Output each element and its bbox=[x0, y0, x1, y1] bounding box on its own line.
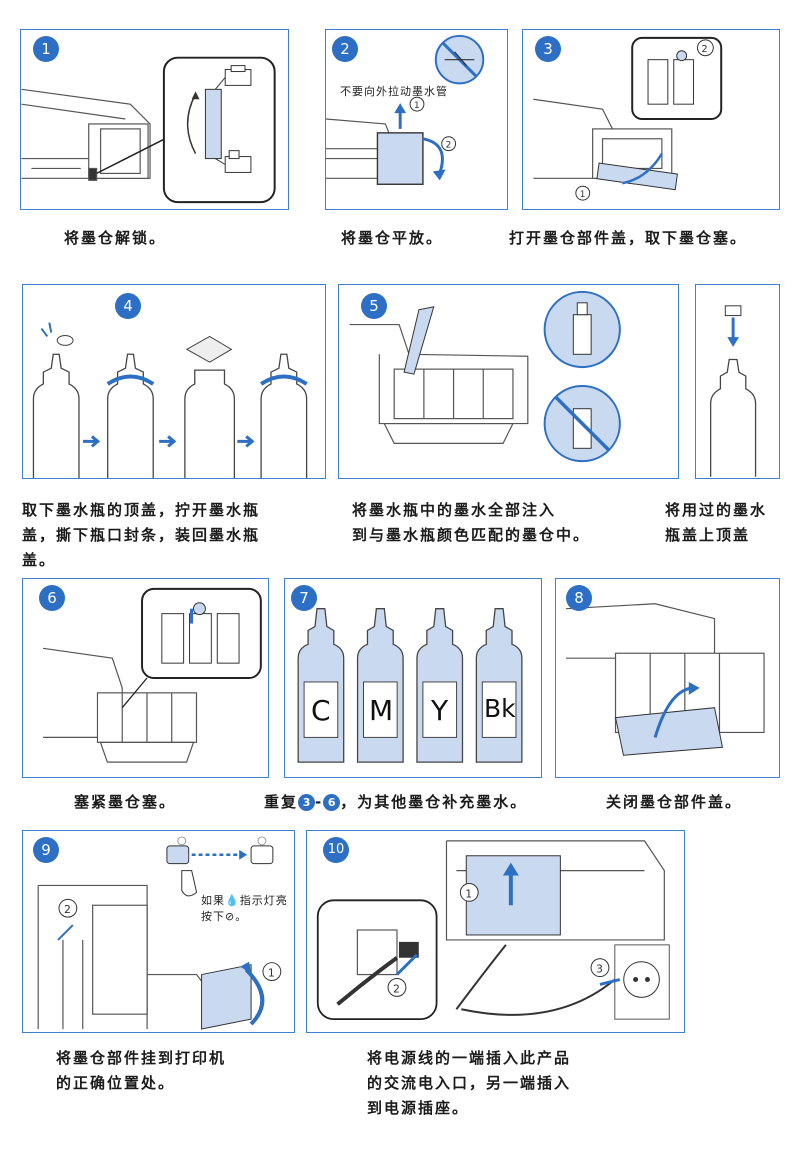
step-2-caption: 将墨仓平放。 bbox=[341, 229, 444, 247]
ink-label-cyan: C bbox=[311, 694, 331, 727]
step-9-illustration: 1 2 bbox=[37, 836, 282, 1030]
repeat-label-rest: ，为其他墨仓补充墨水。 bbox=[340, 793, 528, 811]
step-6-illustration bbox=[42, 587, 262, 763]
step-2-illustration: 1 2 bbox=[326, 34, 485, 185]
step-1-caption: 将墨仓解锁。 bbox=[64, 229, 167, 247]
step-2-warning-note: 不要向外拉动墨水管 bbox=[340, 85, 448, 98]
step-5b-caption: 将用过的墨水 瓶盖上顶盖 bbox=[665, 501, 768, 544]
step-8-illustration bbox=[565, 603, 765, 756]
step-5-caption: 将墨水瓶中的墨水全部注入 到与墨水瓶颜色匹配的墨仓中。 bbox=[352, 501, 591, 544]
step-number-badge: 5 bbox=[361, 293, 387, 319]
svg-text:1: 1 bbox=[268, 967, 275, 980]
svg-text:1: 1 bbox=[414, 101, 420, 111]
cap-bottle-illustration bbox=[710, 305, 757, 477]
step-number-badge: 1 bbox=[33, 36, 59, 62]
step-4-caption: 取下墨水瓶的顶盖，拧开墨水瓶 盖，撕下瓶口封条，装回墨水瓶 盖。 bbox=[22, 501, 261, 569]
step-2-panel: 2 1 2 不要向外拉动墨水管 bbox=[325, 29, 508, 210]
step-10-illustration: 1 2 3 bbox=[316, 840, 670, 1021]
svg-text:2: 2 bbox=[701, 44, 707, 55]
step-number-badge: 6 bbox=[39, 585, 65, 611]
step-number-badge: 9 bbox=[33, 837, 59, 863]
ink-label-yellow: Y bbox=[431, 694, 449, 727]
step-4-panel: 4 bbox=[22, 284, 326, 479]
step-number-badge: 2 bbox=[332, 36, 358, 62]
step-number-badge: 4 bbox=[115, 293, 141, 319]
svg-text:1: 1 bbox=[465, 887, 472, 900]
step-9-indicator-note: 如果💧指示灯亮 按下⊘。 bbox=[201, 894, 288, 923]
step-6-caption: 塞紧墨仓塞。 bbox=[74, 793, 177, 811]
step-ref-badge: 6 bbox=[323, 794, 341, 811]
step-8-caption: 关闭墨仓部件盖。 bbox=[606, 793, 743, 811]
step-1-illustration bbox=[21, 56, 276, 204]
ink-label-black: Bk bbox=[484, 694, 516, 723]
step-9-caption: 将墨仓部件挂到打印机 的正确位置处。 bbox=[56, 1049, 227, 1092]
step-number-badge: 3 bbox=[535, 36, 561, 62]
step-number-badge: 10 bbox=[323, 837, 349, 863]
step-5-panel: 5 bbox=[338, 284, 679, 479]
step-3-panel: 3 2 1 bbox=[522, 29, 780, 210]
step-3-illustration: 2 1 bbox=[533, 36, 723, 201]
repeat-label: 重复 bbox=[264, 793, 299, 811]
step-5-illustration bbox=[349, 290, 621, 463]
step-4-illustration bbox=[32, 322, 308, 478]
ink-label-magenta: M bbox=[369, 694, 394, 727]
svg-text:2: 2 bbox=[393, 982, 400, 995]
step-5b-panel bbox=[695, 284, 780, 479]
ink-bottles-illustration bbox=[297, 608, 523, 763]
svg-text:2: 2 bbox=[64, 903, 71, 916]
step-number-badge: 8 bbox=[566, 585, 592, 611]
svg-text:1: 1 bbox=[580, 190, 586, 200]
step-8-panel: 8 bbox=[555, 578, 780, 778]
step-3-caption: 打开墨仓部件盖，取下墨仓塞。 bbox=[509, 229, 748, 247]
step-ref-badge: 3 bbox=[298, 794, 316, 811]
step-9-panel: 9 1 2 如果💧指示灯亮 按下⊘。 bbox=[22, 830, 295, 1033]
svg-text:3: 3 bbox=[596, 963, 603, 976]
svg-text:2: 2 bbox=[446, 141, 452, 151]
step-6-panel: 6 bbox=[22, 578, 269, 778]
step-7-panel: 7 C M Y Bk bbox=[284, 578, 542, 778]
step-10-panel: 10 1 2 3 bbox=[306, 830, 685, 1033]
step-10-caption: 将电源线的一端插入此产品 的交流电入口，另一端插入 到电源插座。 bbox=[367, 1049, 572, 1117]
step-1-panel: 1 bbox=[20, 29, 289, 210]
step-number-badge: 7 bbox=[291, 585, 317, 611]
